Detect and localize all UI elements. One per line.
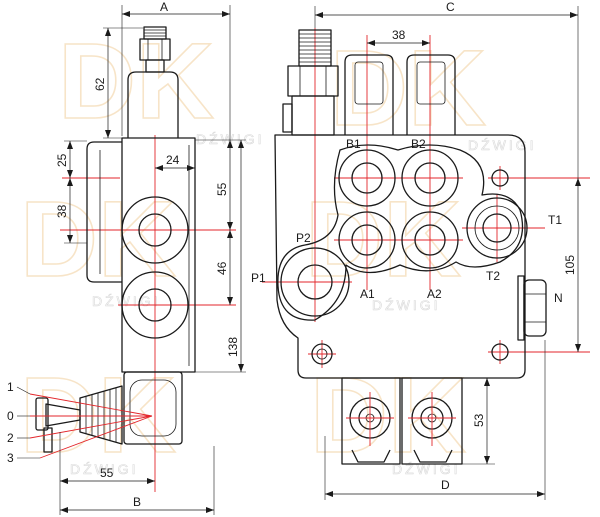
side-lever-knob <box>35 397 49 431</box>
port-p-inner <box>297 264 333 300</box>
front-lever-box-1 <box>341 377 401 465</box>
port-label-t1: T1 <box>548 213 562 227</box>
port-a1-outer <box>338 211 396 269</box>
front-port-face <box>277 144 524 321</box>
lever-position-label-1: 1 <box>7 380 14 394</box>
dim-138-label: 138 <box>226 337 240 357</box>
side-view: 1 0 2 3 A 62 25 38 24 55 46 138 <box>7 0 246 515</box>
port-label-a1: A1 <box>360 287 375 301</box>
port-label-b2: B2 <box>411 137 426 151</box>
port-t1-inner <box>482 213 512 243</box>
front-mounting-hole-bottom <box>491 343 509 361</box>
watermark-sub: DŹWIGI <box>92 293 161 309</box>
lever-position-label-0: 0 <box>7 409 14 423</box>
watermark-logo: DK <box>330 27 486 148</box>
port-b1-inner <box>351 162 383 194</box>
front-n-plug-flange <box>517 275 525 341</box>
dim-d-label: D <box>441 478 450 492</box>
dim-38-front-label: 38 <box>392 28 406 42</box>
dim-55-bottom-label: 55 <box>100 466 114 480</box>
port-t1-middle <box>474 205 520 251</box>
dim-38-side-label: 38 <box>55 204 69 218</box>
side-lever-housing-inner <box>129 379 177 437</box>
front-relief-valve-body <box>291 95 335 136</box>
port-a2-outer <box>401 211 459 269</box>
front-relief-valve-thread-lines <box>299 33 331 63</box>
front-relief-valve-side <box>282 103 293 133</box>
port-b2-outer <box>401 149 459 207</box>
dim-24-label: 24 <box>166 153 180 167</box>
side-port-upper-inner <box>138 213 172 247</box>
port-t1-outer <box>466 197 528 259</box>
front-spool-cap-2 <box>406 54 456 135</box>
front-view: B1 B2 T1 T2 P2 P1 A1 A2 N C 38 105 53 D <box>251 0 590 500</box>
front-lever-box-2 <box>401 377 463 465</box>
dim-55-label: 55 <box>215 182 229 196</box>
side-lever-bellows <box>79 385 123 445</box>
watermark-sub: DŹWIGI <box>392 461 461 477</box>
side-lever-rod <box>45 403 81 427</box>
port-a1-inner <box>351 224 383 256</box>
port-label-a2: A2 <box>427 287 442 301</box>
port-b2-inner <box>414 162 446 194</box>
port-b1-outer <box>338 149 396 207</box>
watermark-sub: DŹWIGI <box>70 461 139 477</box>
lever-position-label-2: 2 <box>7 431 14 445</box>
dim-46-label: 46 <box>215 261 229 275</box>
dim-a-label: A <box>160 0 168 14</box>
lever-position-leader-1 <box>16 386 31 395</box>
port-label-b1: B1 <box>346 137 361 151</box>
front-spool-cap-1 <box>344 54 394 135</box>
side-top-fitting-threads <box>144 29 166 37</box>
side-port-lower-outer <box>121 271 189 339</box>
port-label-n: N <box>554 291 563 305</box>
side-inlet-flange <box>86 141 122 283</box>
watermark-sub: DŹWIGI <box>372 297 441 313</box>
side-port-lower-inner <box>138 288 172 322</box>
dim-b-label: B <box>133 495 141 509</box>
port-label-p2: P2 <box>296 231 311 245</box>
watermark: DK DŹWIGI DK DŹWIGI DK DŹWIGI DK DŹWIGI … <box>19 19 537 477</box>
lever-position-label-3: 3 <box>7 451 14 465</box>
front-spool-cap-2-inner <box>416 61 446 105</box>
front-n-plug-nut <box>523 279 547 337</box>
front-lever-1-base <box>351 449 391 463</box>
watermark-logo: DK <box>305 178 461 299</box>
watermark-logo: DK <box>20 178 176 299</box>
front-mounting-hole-left-inner <box>316 348 328 360</box>
watermark-sub: DŹWIGI <box>468 137 537 153</box>
port-label-p1: P1 <box>251 271 266 285</box>
port-label-t2: T2 <box>486 269 500 283</box>
watermark-logo: DK <box>58 20 214 141</box>
lever-position-line-3 <box>39 415 153 459</box>
port-a2-inner <box>414 224 446 256</box>
side-spool-cap <box>127 71 179 138</box>
side-port-upper-outer <box>121 196 189 264</box>
watermark-sub: DŹWIGI <box>196 131 265 147</box>
dim-53-label: 53 <box>472 413 486 427</box>
side-lever-housing <box>123 371 183 445</box>
dim-105-label: 105 <box>563 255 577 275</box>
lever-position-line-2 <box>29 415 153 439</box>
side-lever-tail <box>43 427 53 453</box>
dim-62-label: 62 <box>93 77 107 91</box>
front-mounting-hole-top <box>491 169 509 187</box>
dim-25-label: 25 <box>55 153 69 167</box>
lever-position-line-1 <box>29 393 153 417</box>
port-p-outer <box>280 247 350 317</box>
front-spool-cap-1-inner <box>354 61 384 105</box>
dim-c-label: C <box>446 0 455 14</box>
front-mounting-hole-left <box>311 343 333 365</box>
front-lever-2-base <box>413 449 453 463</box>
